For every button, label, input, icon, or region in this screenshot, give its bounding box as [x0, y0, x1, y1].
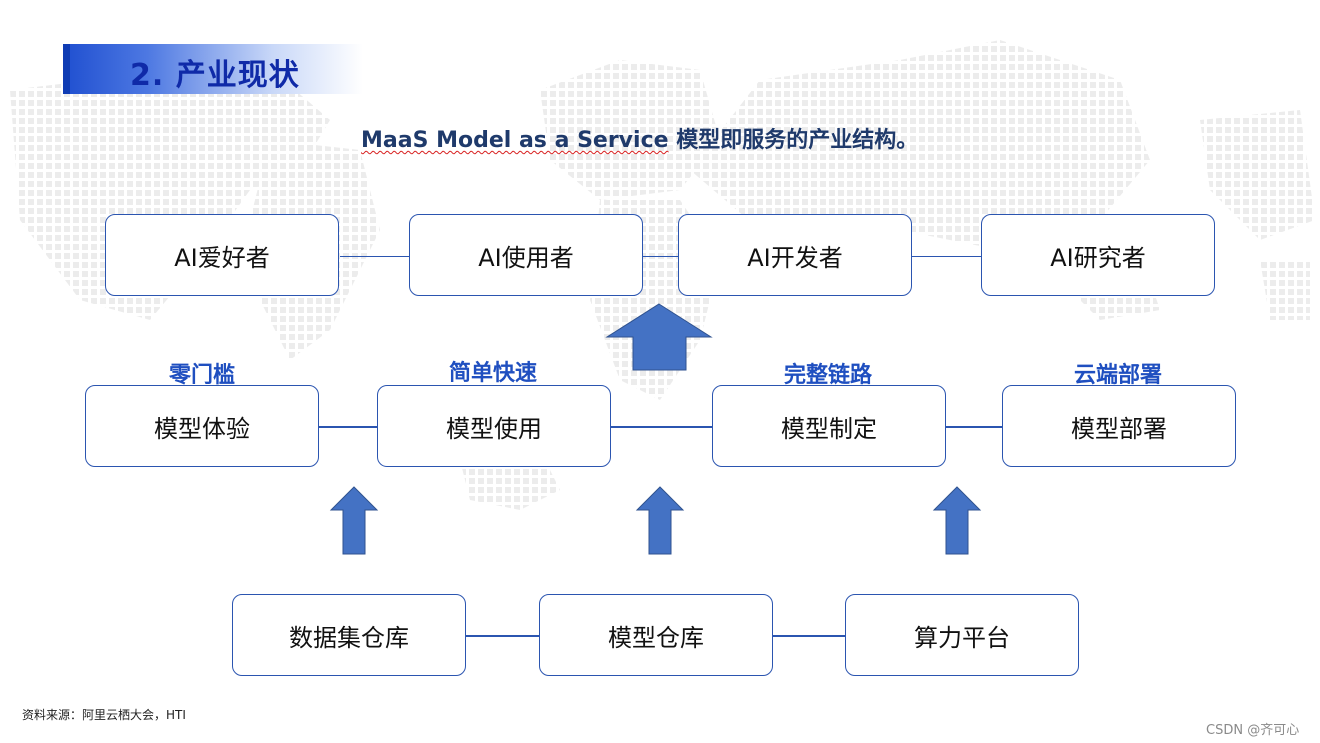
service-box-label: 模型部署 [1071, 414, 1167, 443]
service-box-model-customization: 模型制定 [712, 385, 946, 467]
up-arrow-icon [605, 303, 713, 371]
user-box-label: AI使用者 [478, 243, 574, 272]
user-box-label: AI研究者 [1050, 243, 1146, 272]
service-box-label: 模型体验 [154, 414, 250, 443]
connector-users-1-2 [340, 256, 409, 257]
user-box-ai-researcher: AI研究者 [981, 214, 1215, 296]
page-title: 2. 产业现状 [130, 58, 300, 93]
foundation-box-dataset-repo: 数据集仓库 [232, 594, 466, 676]
slide-subtitle: MaaS Model as a Service 模型即服务的产业结构。 [361, 122, 918, 154]
up-arrow-icon [329, 486, 379, 555]
service-tag-simple-fast: 简单快速 [448, 361, 538, 386]
foundation-box-label: 模型仓库 [608, 623, 704, 652]
up-arrow-icon [635, 486, 685, 555]
connector-foundation-1-2 [465, 635, 539, 637]
service-box-model-usage: 模型使用 [377, 385, 611, 467]
service-box-model-deployment: 模型部署 [1002, 385, 1236, 467]
foundation-box-compute-platform: 算力平台 [845, 594, 1079, 676]
service-tag-full-pipeline: 完整链路 [783, 363, 873, 388]
up-arrow-icon [932, 486, 982, 555]
foundation-box-label: 数据集仓库 [289, 623, 409, 652]
user-box-ai-user: AI使用者 [409, 214, 643, 296]
foundation-box-model-repo: 模型仓库 [539, 594, 773, 676]
subtitle-chinese: 模型即服务的产业结构。 [668, 128, 919, 153]
service-box-model-experience: 模型体验 [85, 385, 319, 467]
title-banner [63, 44, 363, 94]
connector-services-2-3 [611, 426, 712, 428]
title-accent-stripe [63, 44, 70, 94]
service-box-label: 模型制定 [781, 414, 877, 443]
watermark: CSDN @齐可心 [1206, 723, 1300, 738]
user-box-label: AI爱好者 [174, 243, 270, 272]
user-box-ai-developer: AI开发者 [678, 214, 912, 296]
connector-services-1-2 [319, 426, 377, 428]
connector-users-3-4 [912, 256, 981, 257]
connector-foundation-2-3 [772, 635, 845, 637]
source-note: 资料来源：阿里云栖大会，HTI [22, 708, 186, 722]
service-box-label: 模型使用 [446, 414, 542, 443]
service-tag-cloud-deploy: 云端部署 [1073, 363, 1163, 388]
user-box-label: AI开发者 [747, 243, 843, 272]
foundation-box-label: 算力平台 [914, 623, 1010, 652]
user-box-ai-enthusiast: AI爱好者 [105, 214, 339, 296]
connector-services-3-4 [945, 426, 1002, 428]
service-tag-zero-threshold: 零门槛 [168, 363, 236, 388]
subtitle-english: MaaS Model as a Service [361, 128, 669, 153]
connector-users-2-3 [643, 256, 678, 257]
